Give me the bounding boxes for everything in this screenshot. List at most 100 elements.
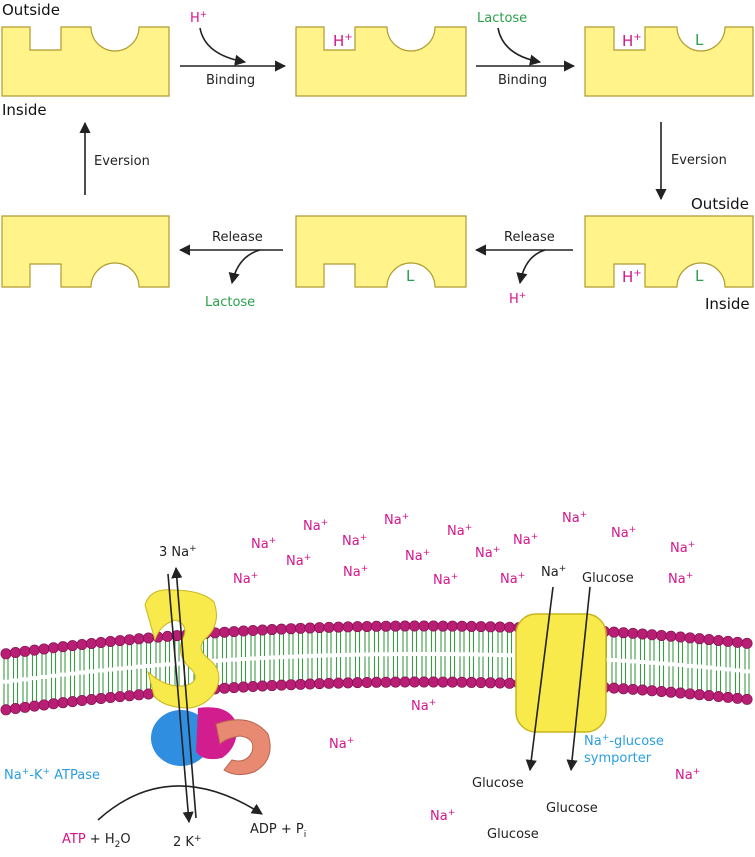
lipid-head — [741, 693, 753, 705]
lipid-head — [332, 621, 344, 633]
lipid-head — [712, 690, 724, 702]
symporter-name-label: Na+-glucose — [584, 733, 664, 749]
sodium-ion-label: Na+ — [233, 571, 258, 587]
lipid-head — [57, 641, 69, 653]
h-plus-released: H+ — [509, 291, 526, 307]
lipid-head — [617, 683, 629, 695]
glucose-inside-2: Glucose — [546, 801, 598, 816]
lipid-head — [608, 682, 620, 694]
lipid-head — [503, 621, 515, 633]
lipid-head — [228, 626, 240, 638]
lipid-head — [722, 635, 734, 647]
atp-hydrolysis-curve — [97, 785, 263, 821]
lipid-head — [703, 690, 715, 702]
lipid-tail — [69, 650, 76, 697]
lipid-head — [380, 620, 392, 632]
lactose-site-5: L — [406, 267, 415, 285]
lipid-head — [275, 623, 287, 635]
lipid-head — [465, 620, 477, 632]
lipid-head — [28, 700, 40, 712]
release-label-1: Release — [504, 230, 555, 245]
lipid-head — [219, 682, 231, 694]
lipid-head — [0, 648, 12, 660]
h-plus-site-4: H+ — [622, 268, 642, 286]
lipid-head — [465, 676, 477, 688]
lipid-head — [646, 629, 658, 641]
eversion-label-left: Eversion — [94, 154, 150, 169]
two-k-label: 2 K+ — [173, 834, 201, 850]
lipid-head — [19, 645, 31, 657]
lipid-head — [105, 692, 117, 704]
lipid-head — [313, 678, 325, 690]
sodium-ion-label: Na+ — [475, 545, 500, 561]
na-symport-arrow — [525, 586, 554, 772]
lipid-head — [294, 678, 306, 690]
lipid-tail — [478, 631, 484, 678]
lipid-head — [38, 643, 50, 655]
lipid-head — [124, 634, 136, 646]
lipid-head — [275, 679, 287, 691]
lipid-head — [76, 639, 88, 651]
lipid-head — [47, 642, 59, 654]
lipid-head — [124, 690, 136, 702]
lipid-tail — [373, 631, 380, 678]
k-in-arrow — [167, 573, 194, 824]
lipid-head — [456, 620, 468, 632]
sodium-ion-label: Na+ — [433, 572, 458, 588]
lipid-head — [646, 685, 658, 697]
lipid-tail — [202, 638, 209, 685]
lipid-head — [389, 620, 401, 632]
atpase-pink-subunit — [196, 707, 237, 760]
lipid-head — [503, 677, 515, 689]
lipid-tail — [459, 631, 465, 678]
binding-label-2: Binding — [498, 73, 547, 88]
lipid-head — [247, 625, 259, 637]
lipid-head — [342, 677, 354, 689]
sodium-ion-label: Na+ — [500, 571, 525, 587]
lipid-head — [361, 620, 373, 632]
sodium-ion-label: Na+ — [668, 571, 693, 587]
lipid-head — [219, 626, 231, 638]
lipid-head — [408, 676, 420, 688]
sodium-ion-label: Na+ — [670, 540, 695, 556]
lipid-tail — [259, 635, 266, 682]
lipid-head — [266, 624, 278, 636]
outside-label-right: Outside — [691, 195, 749, 213]
lipid-head — [446, 676, 458, 688]
lipid-head — [703, 634, 715, 646]
lipid-head — [665, 630, 677, 642]
lipid-tail — [449, 631, 456, 678]
sodium-ions: Na+Na+Na+Na+Na+Na+Na+Na+Na+Na+Na+Na+Na+N… — [233, 510, 700, 824]
lactose-permease-cycle: Outside Inside Outside Inside H+ Binding… — [1, 1, 754, 313]
lipid-tail — [345, 631, 351, 678]
lipid-tail — [658, 640, 665, 687]
sodium-ion-label: Na+ — [405, 548, 430, 564]
lipid-head — [494, 677, 506, 689]
lipid-tail — [60, 651, 66, 698]
lipid-tail — [164, 641, 171, 688]
lipid-tail — [335, 632, 342, 679]
lipid-head — [238, 625, 250, 637]
lipid-tail — [421, 631, 427, 678]
lipid-head — [655, 629, 667, 641]
lipid-head — [342, 621, 354, 633]
lipid-head — [617, 627, 629, 639]
lipid-head — [19, 701, 31, 713]
lipid-tail — [725, 646, 731, 693]
lipid-tail — [687, 642, 693, 689]
lipid-head — [427, 676, 439, 688]
lipid-tail — [98, 647, 104, 694]
h-plus-site-2: H+ — [333, 32, 353, 50]
lipid-head — [665, 686, 677, 698]
lipid-tail — [364, 631, 370, 678]
lipid-head — [731, 636, 743, 648]
h-plus-incoming: H+ — [190, 10, 207, 26]
symporter-protein — [515, 613, 607, 733]
transporter-block-6 — [1, 215, 170, 288]
lipid-head — [285, 623, 297, 635]
lipid-head — [446, 620, 458, 632]
lactose-curve-arrow — [497, 27, 542, 66]
lipid-head — [114, 691, 126, 703]
lipid-head — [684, 632, 696, 644]
